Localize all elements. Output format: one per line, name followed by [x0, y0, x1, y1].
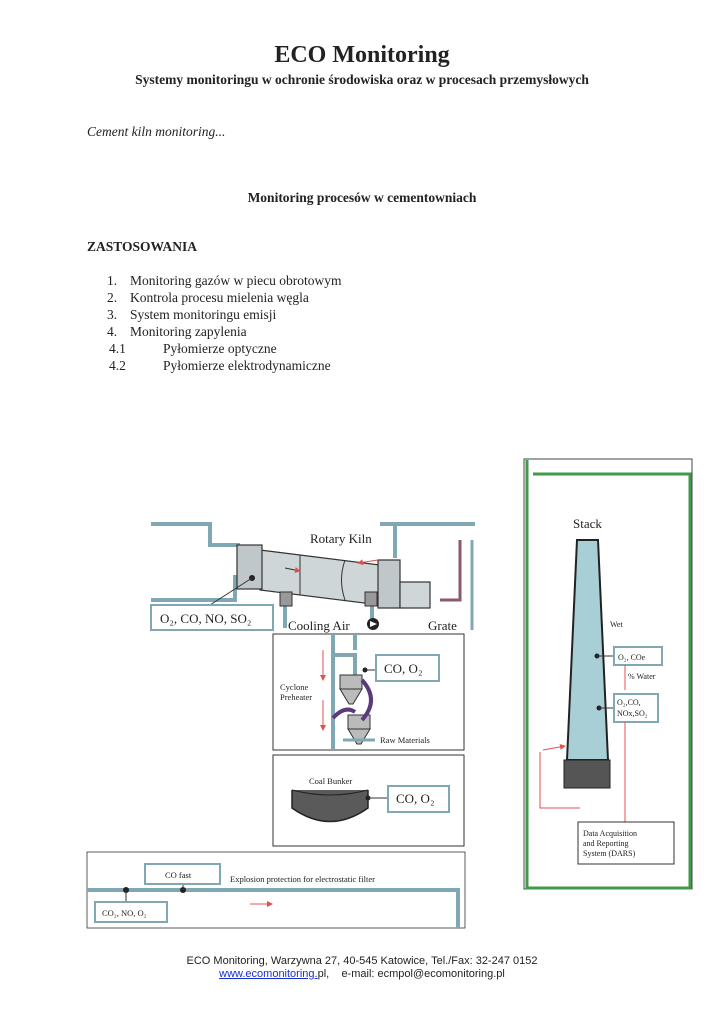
list-item: 3.System monitoringu emisji: [107, 307, 277, 322]
applications-list: 1.Monitoring gazów w piecu obrotowym 2.K…: [107, 272, 341, 374]
page-subtitle: Systemy monitoringu w ochronie środowisk…: [135, 72, 589, 87]
water-label: % Water: [628, 672, 656, 681]
list-item: 4.Monitoring zapylenia: [107, 324, 247, 339]
coal-bunker-label: Coal Bunker: [309, 776, 352, 786]
preheater-panel: CO, O₂ Cyclone Preheater Raw Materials: [272, 633, 465, 751]
dars-label-3: System (DARS): [583, 849, 636, 858]
dars-label-1: Data Acquisition: [583, 829, 637, 838]
stack-title: Stack: [573, 516, 602, 531]
stack-gases-2b: NOx,SO₂: [617, 709, 648, 718]
preheater-gases-label: CO, O₂: [384, 661, 422, 676]
intro-text: Cement kiln monitoring...: [87, 124, 226, 139]
rotary-kiln-label: Rotary Kiln: [310, 531, 372, 546]
footer: ECO Monitoring, Warzywna 27, 40-545 Kato…: [0, 955, 724, 981]
filter-panel: CO fast Explosion protection for electro…: [86, 851, 466, 929]
grate-label: Grate: [428, 618, 457, 633]
website-link[interactable]: www.ecomonitoring.: [219, 968, 318, 980]
wet-label: Wet: [610, 620, 623, 629]
kiln-panel: Rotary Kiln O₂, CO, NO, SO₂ Cooling Air …: [150, 522, 475, 633]
stack-gases-2a: O₂,CO,: [617, 698, 641, 707]
stack-panel: Stack Wet O₂, COe % Water O₂,CO, NOx,SO₂…: [523, 458, 693, 890]
cyclone-label: Cyclone: [280, 682, 309, 692]
coal-bunker-panel: Coal Bunker CO, O₂: [272, 754, 465, 847]
co-fast-label: CO fast: [165, 870, 192, 880]
coal-gases-label: CO, O₂: [396, 791, 434, 806]
raw-materials-label: Raw Materials: [380, 735, 430, 745]
explosion-label: Explosion protection for electrostatic f…: [230, 874, 375, 884]
filter-gases-label: CO₂, NO, O₂: [102, 908, 147, 918]
website-tail: pl,: [317, 968, 330, 980]
stack-gases-1: O₂, COe: [618, 653, 646, 662]
list-item: 1.Monitoring gazów w piecu obrotowym: [107, 273, 342, 288]
applications-heading: ZASTOSOWANIA: [87, 239, 198, 254]
section-title: Monitoring procesów w cementowniach: [247, 190, 477, 205]
list-item: 2.Kontrola procesu mielenia węgla: [107, 290, 309, 305]
email-text: e-mail: ecmpol@ecomonitoring.pl: [341, 968, 505, 980]
cooling-air-label: Cooling Air: [288, 618, 350, 633]
preheater-label: Preheater: [280, 692, 312, 702]
page-title: ECO Monitoring: [274, 42, 450, 68]
kiln-gases-label: O₂, CO, NO, SO₂: [160, 611, 251, 626]
dars-label-2: and Reporting: [583, 839, 629, 848]
footer-address: ECO Monitoring, Warzywna 27, 40-545 Kato…: [186, 955, 538, 967]
footer-contact: www.ecomonitoring.pl, e-mail: ecmpol@eco…: [0, 968, 724, 981]
